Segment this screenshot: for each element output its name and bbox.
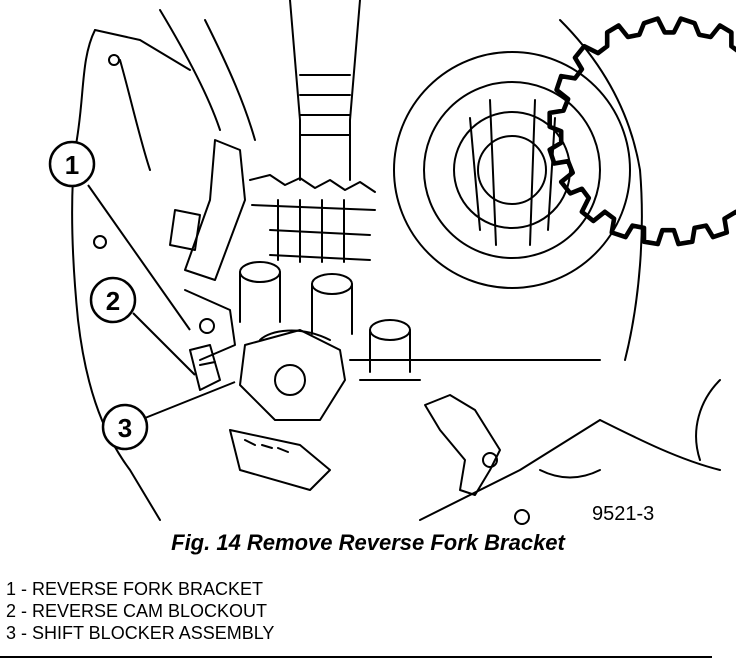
shift-rail-bosses bbox=[239, 261, 601, 381]
legend-item-1: 1 - REVERSE FORK BRACKET bbox=[6, 579, 264, 599]
shift-fork-lever bbox=[424, 394, 501, 496]
reverse-fork-bracket bbox=[169, 139, 246, 361]
legend-list: 1 - REVERSE FORK BRACKET 2 - REVERSE CAM… bbox=[6, 578, 274, 644]
callout-3-label: 3 bbox=[118, 413, 132, 443]
figure-number: 9521-3 bbox=[592, 503, 654, 525]
figure-caption: Fig. 14 Remove Reverse Fork Bracket bbox=[171, 530, 565, 555]
cluster-gears bbox=[249, 174, 376, 263]
transmission-illustration: 1 2 3 9521-3 bbox=[48, 0, 736, 525]
bottom-divider bbox=[0, 656, 712, 658]
legend-item-2: 2 - REVERSE CAM BLOCKOUT bbox=[6, 601, 268, 621]
output-gear bbox=[393, 16, 736, 289]
callout-2-label: 2 bbox=[106, 286, 120, 316]
shift-blocker-assembly bbox=[229, 329, 346, 491]
legend-item-3: 3 - SHIFT BLOCKER ASSEMBLY bbox=[6, 623, 275, 643]
callout-3: 3 bbox=[101, 381, 236, 451]
reverse-cam-blockout bbox=[189, 344, 221, 391]
callout-1: 1 bbox=[48, 140, 191, 331]
input-shaft bbox=[159, 0, 361, 181]
callout-1-label: 1 bbox=[65, 150, 79, 180]
case-housing bbox=[71, 19, 721, 525]
callout-2: 2 bbox=[89, 276, 196, 376]
